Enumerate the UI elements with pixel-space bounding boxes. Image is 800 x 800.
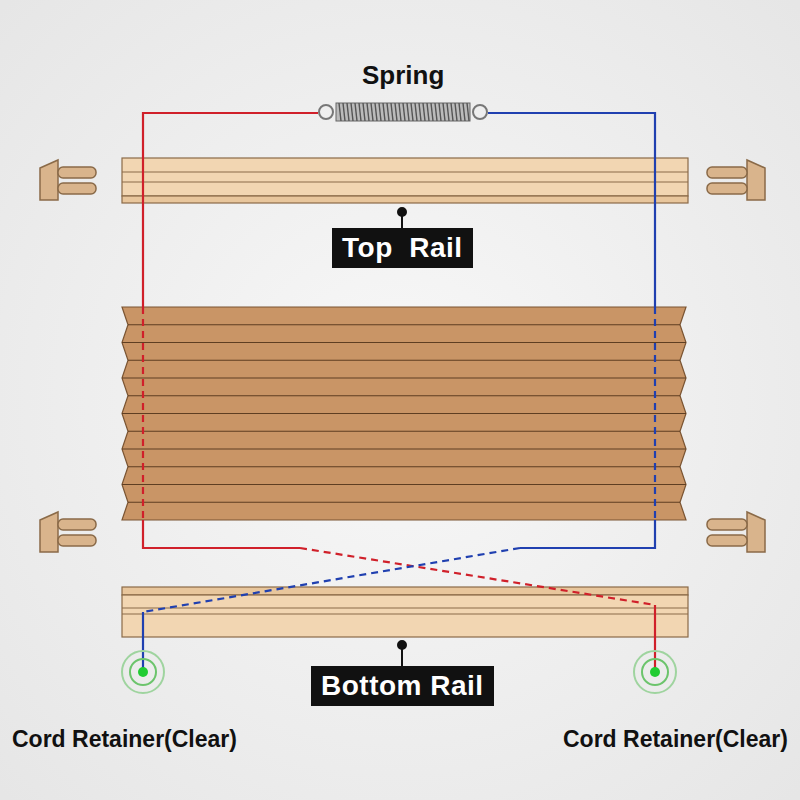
- pleated-fabric: [122, 307, 686, 520]
- part-name: Cord Retainer(Clear): [563, 726, 788, 753]
- part-name: Bottom Rail: [321, 670, 484, 702]
- part-name: Spring: [362, 60, 444, 91]
- leader-lines: [398, 208, 406, 666]
- brackets: [40, 160, 765, 552]
- part-name: Cord Retainer(Clear): [12, 726, 237, 753]
- cords: [143, 113, 655, 672]
- label-box: Top Rail: [332, 228, 473, 268]
- part-name: Top Rail: [342, 232, 463, 264]
- spring: [319, 103, 487, 121]
- label-box: Bottom Rail: [311, 666, 494, 706]
- top-rail: [122, 158, 688, 203]
- bottom-rail: [122, 587, 688, 637]
